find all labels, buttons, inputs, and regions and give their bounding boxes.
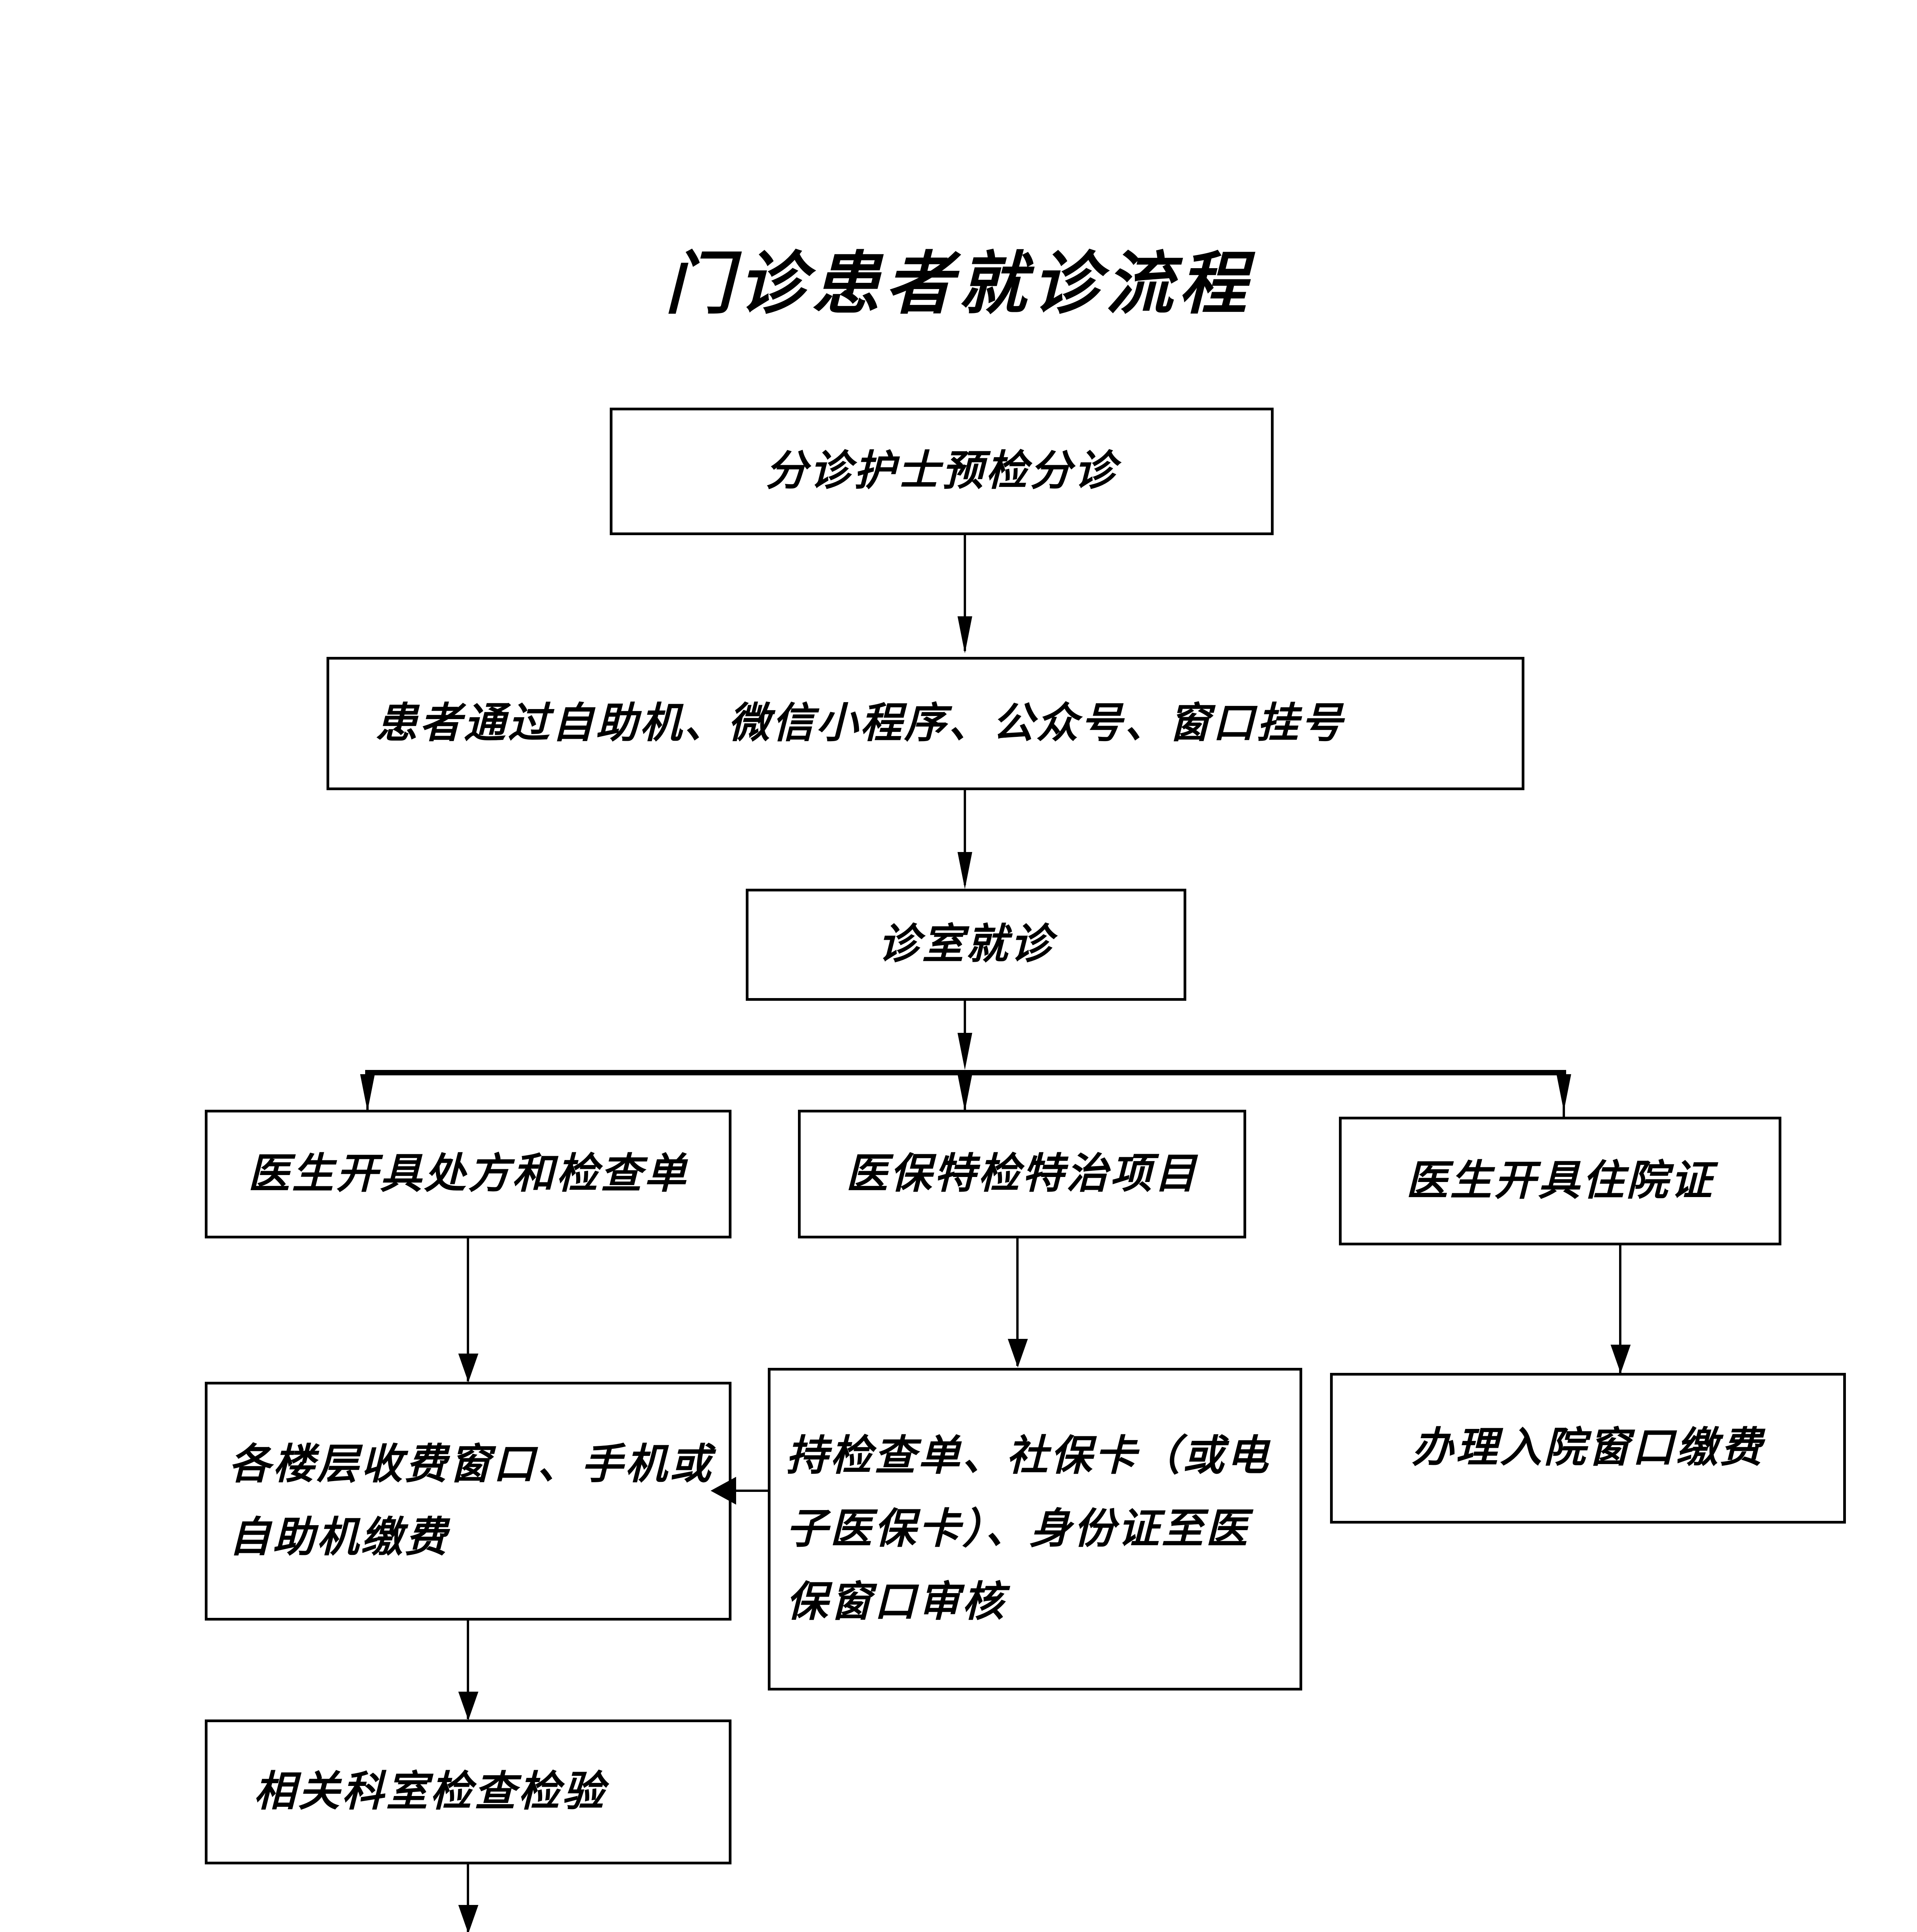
- arrow-insurance-to-review: [1008, 1339, 1028, 1367]
- node-triage[interactable]: 分诊护士预检分诊: [610, 408, 1274, 535]
- connector-triage-to-register: [964, 535, 966, 651]
- arrow-payment-to-examination: [458, 1692, 478, 1720]
- connector-payment-to-examination: [467, 1621, 469, 1719]
- connector-consult-to-split: [964, 1001, 966, 1059]
- node-insurance-special[interactable]: 医保特检特治项目: [798, 1110, 1246, 1238]
- arrow-split-to-admission: [1556, 1074, 1571, 1111]
- node-insurance-review[interactable]: 持检查单、社保卡（或电 子医保卡）、身份证至医 保窗口审核: [768, 1368, 1302, 1690]
- arrow-triage-to-register: [958, 616, 972, 653]
- arrow-admission-to-inpatient-payment: [1611, 1345, 1631, 1373]
- arrow-register-to-consult: [958, 852, 972, 889]
- connector-review-to-payment: [731, 1490, 770, 1492]
- page-title: 门诊患者就诊流程: [665, 247, 1252, 322]
- node-prescription-order[interactable]: 医生开具处方和检查单: [205, 1110, 731, 1238]
- arrow-consult-to-split: [958, 1033, 972, 1070]
- arrow-prescription-to-payment: [458, 1354, 478, 1382]
- node-department-examination-label: 相关科室检查检验: [254, 1769, 607, 1815]
- node-inpatient-payment[interactable]: 办理入院窗口缴费: [1330, 1373, 1846, 1524]
- arrow-split-to-insurance: [958, 1074, 972, 1111]
- node-prescription-order-label: 医生开具处方和检查单: [248, 1151, 689, 1197]
- node-consultation-label: 诊室就诊: [878, 922, 1054, 968]
- branch-split-bar: [365, 1070, 1566, 1075]
- arrow-review-to-payment: [711, 1477, 736, 1505]
- arrow-split-to-prescription: [360, 1074, 375, 1111]
- node-admission-order[interactable]: 医生开具住院证: [1339, 1117, 1781, 1245]
- node-consultation[interactable]: 诊室就诊: [746, 889, 1186, 1001]
- node-inpatient-payment-label: 办理入院窗口缴费: [1412, 1425, 1764, 1471]
- node-admission-order-label: 医生开具住院证: [1406, 1158, 1715, 1204]
- node-registration-label: 患者通过自助机、微信小程序、公众号、窗口挂号: [376, 700, 1345, 747]
- connector-examination-to-diagnosis: [467, 1864, 469, 1932]
- node-outpatient-payment[interactable]: 各楼层收费窗口、手机或 自助机缴费: [205, 1382, 731, 1621]
- node-registration[interactable]: 患者通过自助机、微信小程序、公众号、窗口挂号: [327, 657, 1524, 790]
- connector-prescription-to-payment: [467, 1238, 469, 1381]
- connector-register-to-consult: [964, 790, 966, 885]
- node-department-examination[interactable]: 相关科室检查检验: [205, 1719, 731, 1864]
- node-insurance-special-label: 医保特检特治项目: [845, 1151, 1198, 1197]
- node-outpatient-payment-label: 各楼层收费窗口、手机或 自助机缴费: [229, 1442, 714, 1561]
- connector-admission-to-inpatient-payment: [1619, 1245, 1621, 1373]
- node-triage-label: 分诊护士预检分诊: [765, 448, 1118, 494]
- connector-insurance-to-review: [1016, 1238, 1019, 1366]
- arrow-examination-to-diagnosis: [458, 1905, 478, 1932]
- node-insurance-review-label: 持检查单、社保卡（或电 子医保卡）、身份证至医 保窗口审核: [786, 1433, 1271, 1625]
